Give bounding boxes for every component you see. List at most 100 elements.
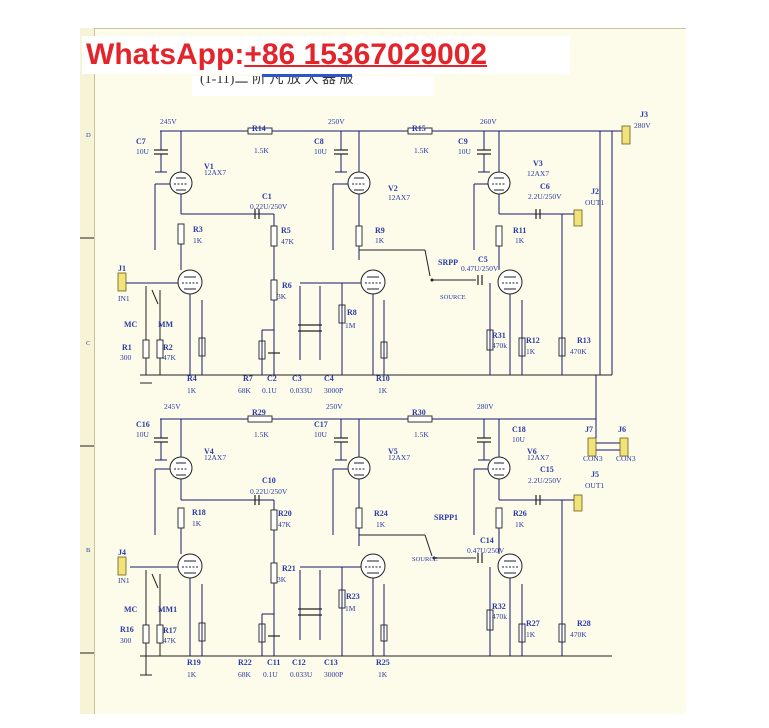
val-r13: 470K <box>570 347 587 356</box>
val-r21: 3K <box>277 575 287 584</box>
ref-r1: R1 <box>122 343 132 352</box>
label-source-b[interactable]: SOURCE <box>412 556 438 563</box>
val-r5: 47K <box>281 237 295 246</box>
label-j7: CON3 <box>583 454 603 463</box>
label-mc-b: MC <box>124 605 138 614</box>
resistor-r11 <box>495 225 503 247</box>
val-r7: 68K <box>238 386 252 395</box>
cap-c18 <box>477 419 491 461</box>
bottom-channel: 245V 250V 280V R29 1.5K R30 1.5K C16 10U… <box>117 402 636 679</box>
val-r6: 3K <box>277 292 287 301</box>
ref-j3: J3 <box>640 110 648 119</box>
title-fragment: (1-11)二 阶 凡 放 大 器 版 <box>200 76 354 87</box>
ref-j7: J7 <box>585 425 593 434</box>
val-c16: 10U <box>136 430 150 439</box>
ref-r27: R27 <box>526 619 540 628</box>
val-c14: 0.47U/250V <box>467 546 505 555</box>
label-mm1: MM1 <box>158 605 177 614</box>
resistor-r15 <box>407 127 433 135</box>
ref-c9: C9 <box>458 137 468 146</box>
voltage-250v-b: 250V <box>326 402 343 411</box>
connector-j2 <box>573 209 583 227</box>
ref-v2: V2 <box>388 184 398 193</box>
resistor-r6 <box>270 279 278 301</box>
resistor-r26 <box>495 507 503 529</box>
resistor-r21 <box>270 562 278 584</box>
ref-c4: C4 <box>324 374 334 383</box>
val-r30: 1.5K <box>414 430 429 439</box>
connector-j1 <box>117 272 127 292</box>
sheet-border-left <box>80 28 95 714</box>
ref-r7: R7 <box>243 374 253 383</box>
tube-v2-lower <box>300 269 386 375</box>
val-r22: 68K <box>238 670 252 679</box>
ref-r19: R19 <box>187 658 201 667</box>
ref-r22: R22 <box>238 658 252 667</box>
voltage-245v: 245V <box>160 117 177 126</box>
val-c9: 10U <box>458 147 472 156</box>
resistor-r18 <box>177 507 185 529</box>
val-r17: 47K <box>163 636 177 645</box>
ref-c17: C17 <box>314 420 328 429</box>
cap-c17 <box>334 419 348 461</box>
ref-c8: C8 <box>314 137 324 146</box>
tube-v2 <box>332 131 371 260</box>
ref-j4: J4 <box>118 548 126 557</box>
voltage-280v-b: 280V <box>477 402 494 411</box>
resistor-r9 <box>355 225 363 247</box>
val-r3: 1K <box>193 236 203 245</box>
ref-r12: R12 <box>526 336 540 345</box>
resistor-r24 <box>355 507 363 529</box>
val-r32: 470k <box>492 612 507 621</box>
val-c6: 2.2U/250V <box>528 192 562 201</box>
border-mark-d: D <box>86 132 91 139</box>
val-v5: 12AX7 <box>388 453 410 462</box>
label-j6: CON3 <box>616 454 636 463</box>
tube-v6 <box>473 419 511 535</box>
val-v6: 12AX7 <box>527 453 549 462</box>
title-strip: (1-11)二 阶 凡 放 大 器 版 <box>192 76 434 96</box>
resistor-r14 <box>247 127 273 135</box>
tube-v3 <box>473 131 511 250</box>
ref-r10: R10 <box>376 374 390 383</box>
val-r29: 1.5K <box>254 430 269 439</box>
ref-r30: R30 <box>412 408 426 417</box>
label-srpp[interactable]: SRPP <box>438 258 458 267</box>
label-j3: 280V <box>634 121 651 130</box>
resistor-r1 <box>142 339 150 359</box>
val-r1: 300 <box>120 353 132 362</box>
val-v1: 12AX7 <box>204 168 226 177</box>
label-srpp1[interactable]: SRPP1 <box>434 513 458 522</box>
ref-c16: C16 <box>136 420 150 429</box>
tube-v5 <box>332 419 371 546</box>
ref-c15: C15 <box>540 465 554 474</box>
label-source[interactable]: SOURCE <box>440 294 466 301</box>
val-r2: 47K <box>163 353 177 362</box>
connector-j6 <box>619 437 629 457</box>
ref-j6: J6 <box>618 425 626 434</box>
val-c13: 3000P <box>324 670 343 679</box>
val-r19: 1K <box>187 670 197 679</box>
label-j1: IN1 <box>118 294 130 303</box>
tube-v6-lower <box>497 528 523 656</box>
ref-r18: R18 <box>192 508 206 517</box>
val-c17: 10U <box>314 430 328 439</box>
watermark-number[interactable]: +86 15367029002 <box>244 38 488 71</box>
val-c3: 0.033U <box>290 386 313 395</box>
tube-v5-lower <box>300 553 386 656</box>
ref-c3: C3 <box>292 374 302 383</box>
connector-j5 <box>573 494 583 512</box>
ref-c10: C10 <box>262 476 276 485</box>
val-r23: 1M <box>345 604 356 613</box>
val-r31: 470k <box>492 341 507 350</box>
ref-c13: C13 <box>324 658 338 667</box>
resistor-r3 <box>177 223 185 245</box>
voltage-260v: 260V <box>480 117 497 126</box>
ref-c7: C7 <box>136 137 146 146</box>
title-underline-bar <box>262 73 352 77</box>
label-mm: MM <box>158 320 174 329</box>
ref-j5: J5 <box>591 470 599 479</box>
ref-c18: C18 <box>512 425 526 434</box>
ref-r16: R16 <box>120 625 134 634</box>
val-r24: 1K <box>376 520 386 529</box>
